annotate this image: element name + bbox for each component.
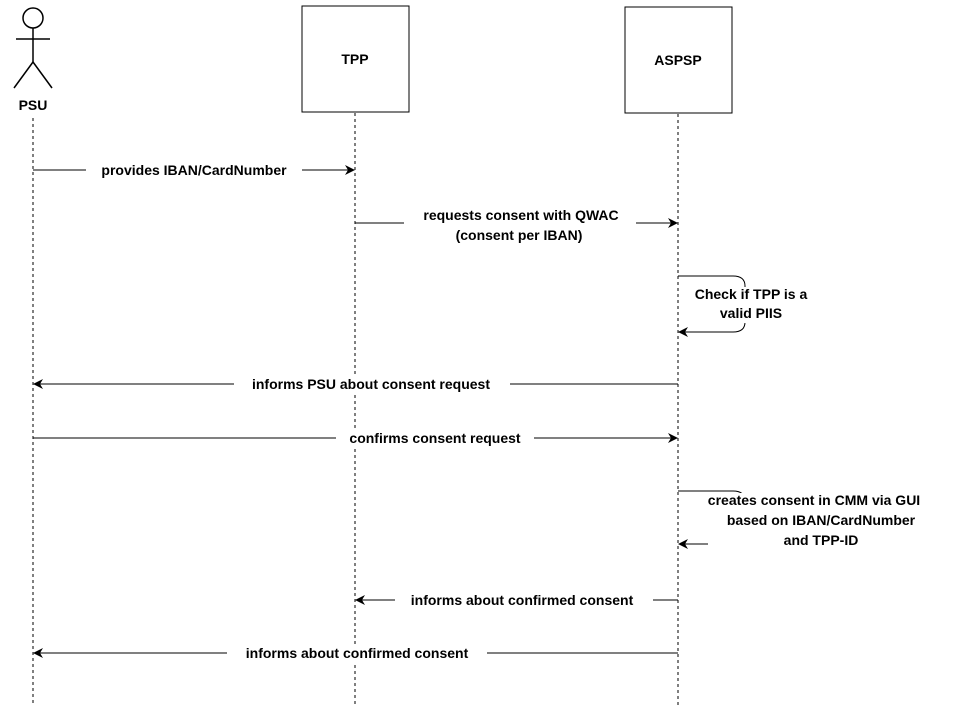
message-provides-iban: provides IBAN/CardNumber [33, 161, 355, 179]
message-label: provides IBAN/CardNumber [101, 162, 287, 178]
message-label-line1: requests consent with QWAC [423, 207, 618, 223]
message-label-line3: and TPP-ID [784, 532, 859, 548]
message-creates-consent-self-call: creates consent in CMM via GUI based on … [678, 490, 934, 575]
message-label-line2: based on IBAN/CardNumber [727, 512, 916, 528]
message-check-tpp-self-call: Check if TPP is a valid PIIS [678, 275, 808, 337]
message-informs-psu: informs PSU about consent request [33, 375, 678, 393]
message-label-line2: (consent per IBAN) [456, 227, 583, 243]
message-label-line2: valid PIIS [720, 305, 782, 321]
message-label-line1: Check if TPP is a [695, 286, 808, 302]
psu-actor-icon [13, 7, 53, 89]
message-label: informs about confirmed consent [411, 592, 634, 608]
message-label: informs PSU about consent request [252, 376, 490, 392]
aspsp-label: ASPSP [654, 52, 701, 68]
message-requests-consent: requests consent with QWAC (consent per … [355, 206, 678, 246]
message-informs-psu-confirmed: informs about confirmed consent [33, 644, 678, 662]
message-label: informs about confirmed consent [246, 645, 469, 661]
psu-label: PSU [19, 97, 48, 113]
message-confirms-consent: confirms consent request [33, 429, 678, 447]
tpp-label: TPP [341, 51, 368, 67]
message-informs-tpp-confirmed: informs about confirmed consent [355, 591, 678, 609]
message-label: confirms consent request [349, 430, 520, 446]
tpp-box [301, 5, 410, 113]
aspsp-box [624, 6, 733, 114]
message-label-line1: creates consent in CMM via GUI [708, 492, 920, 508]
